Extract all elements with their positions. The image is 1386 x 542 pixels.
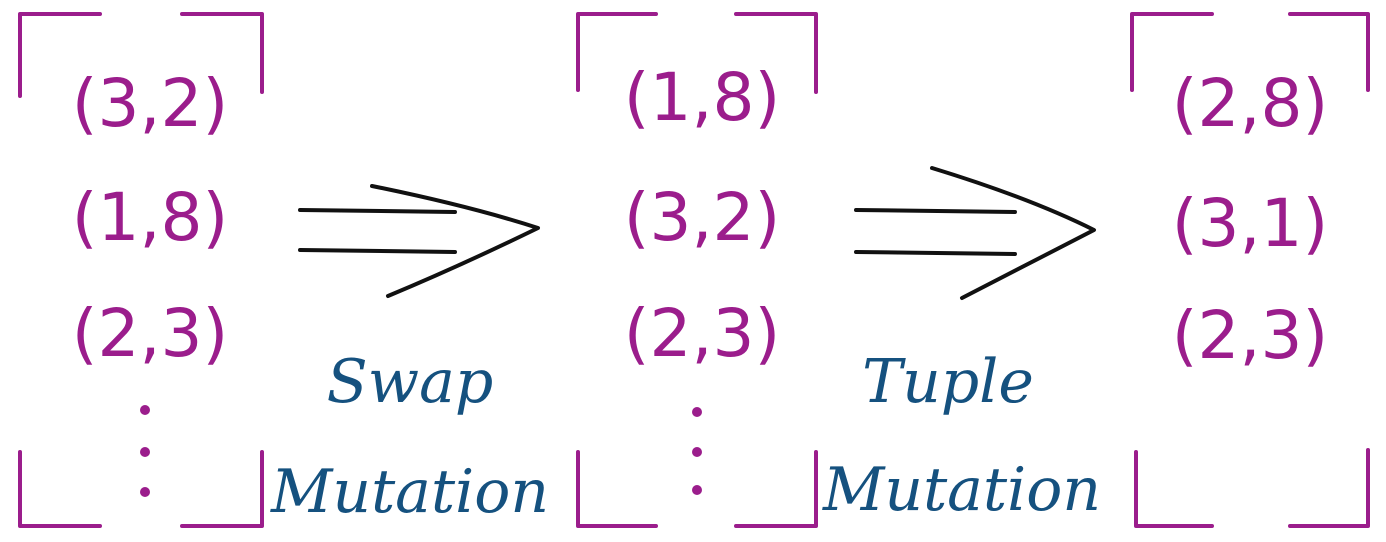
list-2-top-right-corner — [734, 12, 818, 94]
arrow-1-label-line-2: Mutation — [270, 457, 549, 527]
list-1-item-3: (2,3) — [72, 295, 228, 372]
double-arrow-icon — [298, 184, 540, 298]
list-2-item-2: (3,2) — [624, 179, 780, 256]
list-3-item-2: (3,1) — [1172, 185, 1328, 262]
list-1-item-2: (1,8) — [72, 179, 228, 256]
arrow-2: Tuple Mutation — [822, 166, 1101, 525]
list-1-bottom-left-corner — [18, 450, 102, 528]
list-3-top-right-corner — [1288, 12, 1370, 92]
arrow-2-label-line-1: Tuple — [862, 347, 1034, 417]
list-3-top-left-corner — [1130, 12, 1214, 92]
arrow-2-label-line-2: Mutation — [822, 455, 1101, 525]
list-1: (3,2) (1,8) (2,3) — [18, 12, 264, 528]
list-2-bottom-right-corner — [734, 450, 818, 528]
list-2: (1,8) (3,2) (2,3) — [576, 12, 818, 528]
list-2-top-left-corner — [576, 12, 658, 92]
list-1-bottom-right-corner — [180, 450, 264, 528]
list-1-top-right-corner — [180, 12, 264, 94]
arrow-1: Swap Mutation — [270, 184, 549, 527]
list-3-bottom-left-corner — [1134, 450, 1214, 528]
list-1-top-left-corner — [18, 12, 102, 98]
list-3-item-1: (2,8) — [1172, 65, 1328, 142]
list-2-item-3: (2,3) — [624, 295, 780, 372]
list-2-bottom-left-corner — [576, 450, 658, 528]
list-2-item-1: (1,8) — [624, 59, 780, 136]
list-1-ellipsis-icon — [140, 405, 150, 497]
list-2-ellipsis-icon — [692, 407, 702, 495]
double-arrow-icon — [854, 166, 1096, 300]
arrow-1-label-line-1: Swap — [327, 347, 494, 417]
list-1-item-1: (3,2) — [72, 65, 228, 142]
list-3: (2,8) (3,1) (2,3) — [1130, 12, 1370, 528]
list-3-bottom-right-corner — [1288, 448, 1370, 528]
list-3-item-3: (2,3) — [1172, 297, 1328, 374]
